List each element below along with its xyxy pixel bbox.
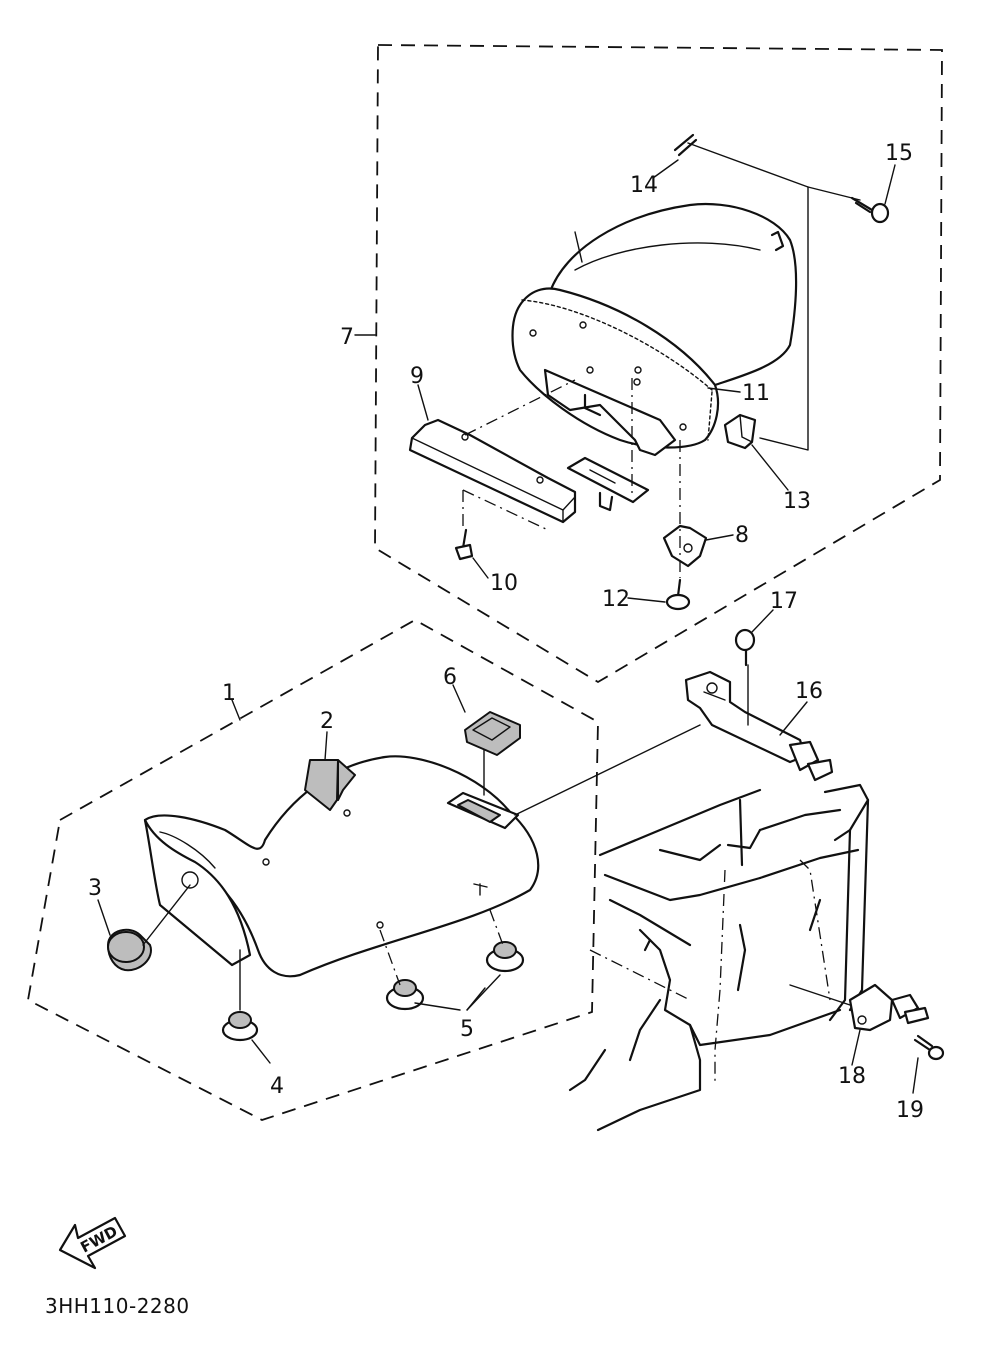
leader-14-15 — [687, 142, 861, 201]
item-18-lock — [848, 983, 930, 1032]
catalog-code: 3HH110-2280 — [45, 1294, 190, 1318]
item-15-screw — [850, 196, 890, 224]
callout-16: 16 — [795, 679, 823, 704]
lock-plate — [566, 456, 650, 512]
assembly-1-boundary — [26, 618, 599, 1121]
item-17-bolt — [734, 628, 756, 667]
item-4-damper — [221, 1011, 259, 1042]
callout-17: 17 — [770, 589, 798, 614]
item-13-clip — [723, 413, 757, 450]
callout-15: 15 — [885, 141, 913, 166]
item-3-knob — [107, 928, 152, 972]
callout-8: 8 — [735, 523, 749, 548]
leader-seat-lock — [514, 724, 701, 816]
callout-7: 7 — [340, 325, 354, 350]
item-16-seat-lock — [684, 670, 834, 782]
callout-9: 9 — [410, 364, 424, 389]
callout-3: 3 — [88, 876, 102, 901]
fwd-arrow-icon: FWD — [58, 1216, 127, 1270]
frame-center-line — [714, 869, 726, 1085]
item-19-screw — [913, 1034, 945, 1061]
item-6-grommet — [464, 711, 521, 756]
item-5-dampers — [385, 941, 525, 1011]
callout-1: 1 — [222, 681, 236, 706]
front-seat — [143, 755, 540, 978]
callout-11: 11 — [742, 381, 770, 406]
callout-4: 4 — [270, 1074, 284, 1099]
callout-6: 6 — [443, 665, 457, 690]
item-10-bolt — [454, 528, 474, 561]
callout-12: 12 — [602, 587, 630, 612]
item-12-bolt — [665, 578, 691, 611]
rear-seat — [511, 203, 798, 457]
callout-10: 10 — [490, 571, 518, 596]
callout-19: 19 — [896, 1098, 924, 1123]
assembly-7-boundary — [374, 44, 943, 684]
callout-5: 5 — [460, 1017, 474, 1042]
callout-14: 14 — [630, 173, 658, 198]
item-9-seat-bracket — [408, 418, 577, 524]
center-line-9 — [464, 379, 576, 436]
callout-2: 2 — [320, 709, 334, 734]
item-8-bracket — [662, 524, 708, 568]
callout-13: 13 — [783, 489, 811, 514]
callout-18: 18 — [838, 1064, 866, 1089]
item-14-pin — [673, 133, 698, 157]
